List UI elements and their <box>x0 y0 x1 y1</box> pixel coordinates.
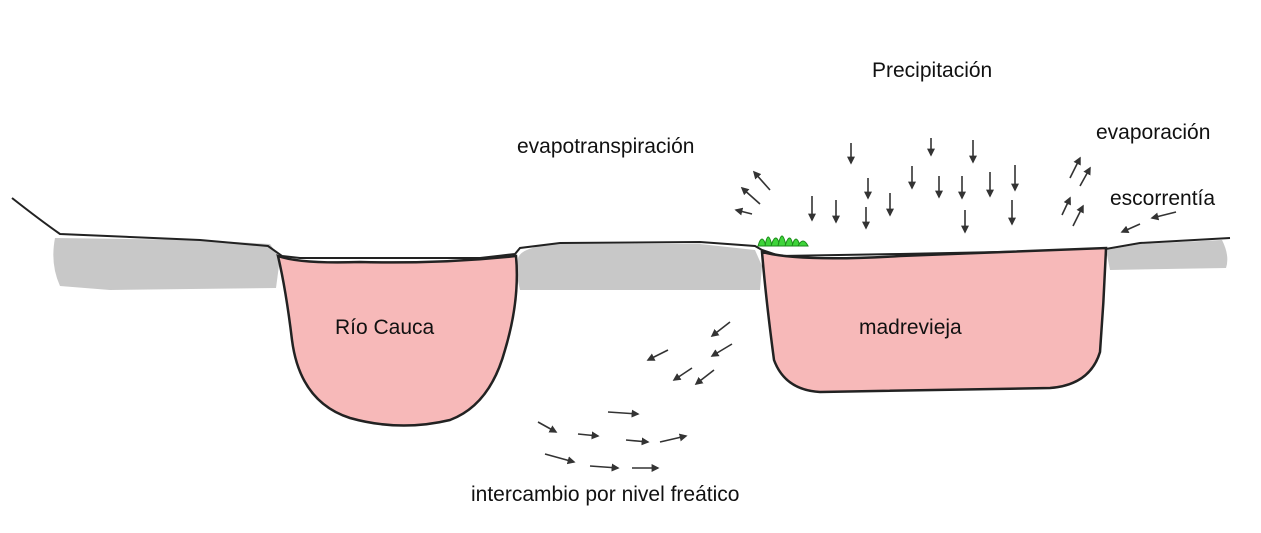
groundwater-arrow <box>577 431 600 440</box>
groundwater-arrow <box>710 343 733 357</box>
river-channel <box>276 254 519 427</box>
groundwater-arrow <box>544 453 576 465</box>
groundwater-arrow <box>589 463 620 472</box>
groundwater-arrow <box>537 421 558 433</box>
evaporation-arrow <box>1069 156 1081 179</box>
runoff-arrow <box>1150 211 1177 221</box>
river-label: Río Cauca <box>335 316 435 339</box>
arrow-group <box>537 138 1177 472</box>
runoff-arrow <box>1120 223 1141 234</box>
groundwater-arrow <box>625 437 650 446</box>
oxbow-lake-label: madrevieja <box>859 316 962 339</box>
evapotranspiration-arrow <box>752 170 771 191</box>
runoff-label: escorrentía <box>1110 187 1216 210</box>
groundwater-arrow <box>659 433 688 443</box>
evaporation-label: evaporación <box>1096 121 1211 144</box>
evaporation-arrow <box>1079 166 1091 187</box>
evaporation-arrow <box>1072 204 1084 227</box>
groundwater-exchange-label: intercambio por nivel freático <box>471 483 740 506</box>
precipitation-label: Precipitación <box>872 59 993 82</box>
ground-strip-left <box>53 238 281 290</box>
oxbow-lake-channel <box>760 246 1108 394</box>
ground-surface-line <box>11 197 1231 259</box>
ground-layer <box>53 238 1228 290</box>
vegetation-icon <box>757 235 809 247</box>
evapotranspiration-arrow <box>734 207 753 216</box>
groundwater-arrow <box>710 321 731 337</box>
groundwater-arrow <box>694 369 715 385</box>
ground-strip-right <box>1106 240 1228 270</box>
evaporation-arrow <box>1061 196 1071 216</box>
groundwater-arrow <box>672 367 693 381</box>
groundwater-arrow <box>646 349 669 361</box>
evapotranspiration-label: evapotranspiración <box>517 135 695 158</box>
evapotranspiration-arrow <box>740 186 761 205</box>
ground-strip-middle <box>516 244 762 290</box>
groundwater-arrow <box>607 409 640 418</box>
